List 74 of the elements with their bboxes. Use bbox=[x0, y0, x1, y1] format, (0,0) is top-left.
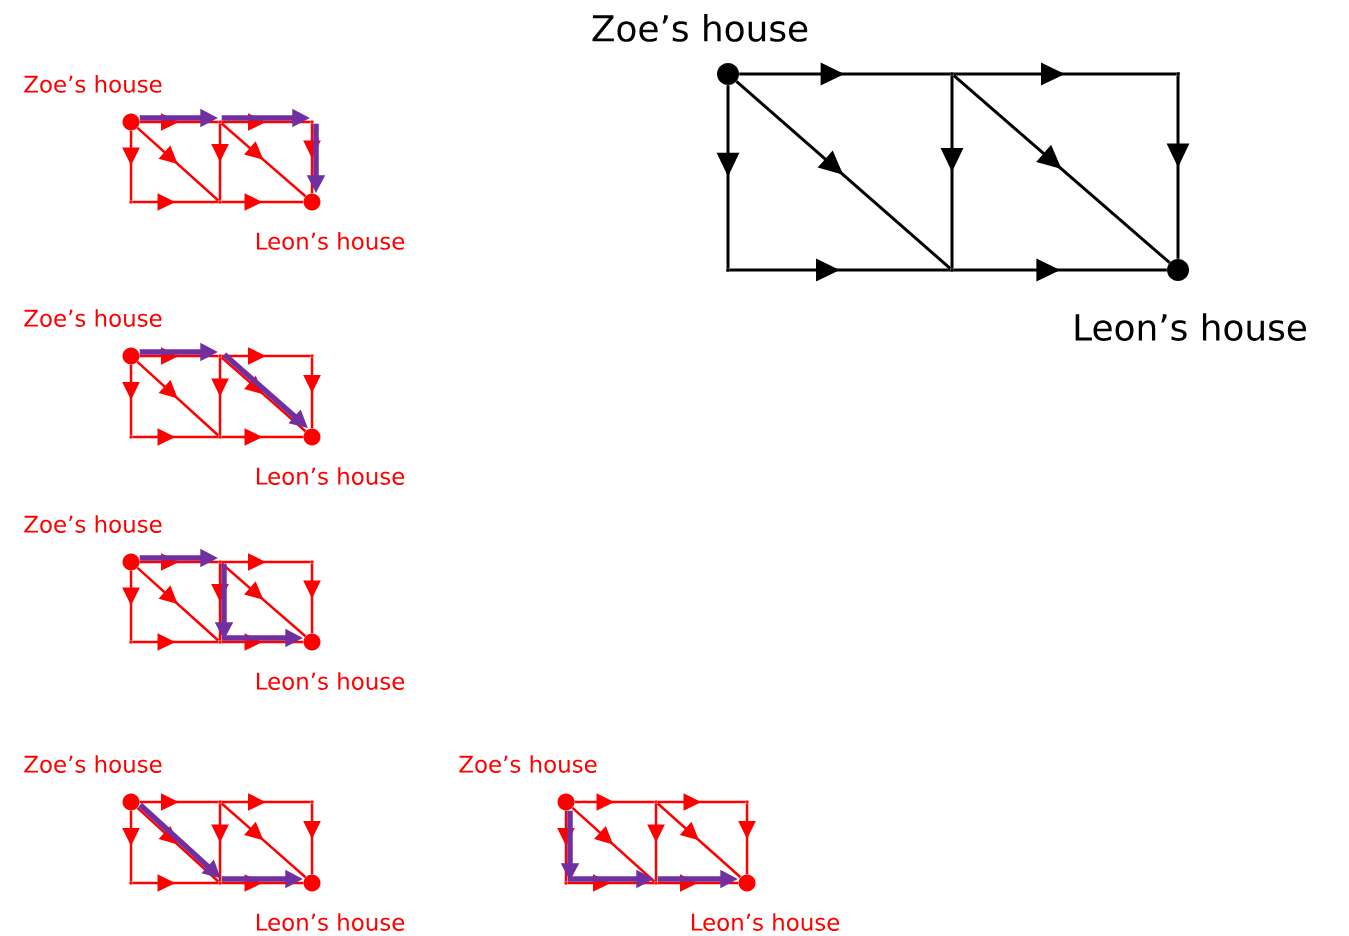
place-label: Zoe’s house bbox=[24, 75, 162, 93]
line-junction bbox=[310, 560, 314, 564]
place-label: Leon’s house bbox=[691, 913, 840, 931]
place-label: Leon’s house bbox=[1075, 313, 1306, 341]
arrow bbox=[221, 874, 304, 892]
arrow bbox=[132, 428, 219, 446]
arrow bbox=[221, 193, 304, 211]
line-junction bbox=[129, 435, 133, 439]
line-junction bbox=[129, 881, 133, 885]
arrow bbox=[122, 364, 140, 436]
arrow bbox=[132, 633, 219, 651]
arrow bbox=[571, 806, 656, 883]
line-junction bbox=[310, 354, 314, 358]
place-label: Zoe’s house bbox=[459, 755, 597, 773]
line-junction bbox=[218, 200, 222, 204]
line-junction bbox=[654, 881, 658, 885]
arrow bbox=[657, 874, 739, 892]
line-junction bbox=[950, 72, 954, 76]
arrow bbox=[952, 74, 1171, 264]
arrow bbox=[657, 793, 746, 811]
arrow bbox=[220, 122, 307, 198]
line-junction bbox=[310, 800, 314, 804]
line-junction bbox=[129, 640, 133, 644]
line-junction bbox=[1176, 72, 1180, 76]
line-junction bbox=[310, 120, 314, 124]
arrow bbox=[136, 126, 220, 202]
arrow bbox=[122, 130, 140, 201]
arrow bbox=[738, 803, 756, 875]
line-junction bbox=[218, 354, 222, 358]
arrow bbox=[567, 874, 655, 892]
arrow bbox=[303, 563, 321, 634]
place-label: Leon’s house bbox=[256, 913, 405, 931]
line-junction bbox=[950, 268, 954, 272]
place-label: Leon’s house bbox=[256, 467, 405, 485]
arrow bbox=[647, 803, 665, 882]
arrow bbox=[303, 357, 321, 429]
arrow bbox=[221, 793, 311, 811]
line-junction bbox=[726, 268, 730, 272]
place-label: Zoe’s house bbox=[592, 14, 808, 42]
line-junction bbox=[218, 640, 222, 644]
arrow bbox=[656, 802, 742, 879]
arrow bbox=[211, 357, 229, 436]
place-label: Leon’s house bbox=[256, 672, 405, 690]
arrow bbox=[136, 566, 220, 642]
arrow bbox=[303, 803, 321, 875]
line-junction bbox=[218, 560, 222, 564]
arrow bbox=[221, 553, 311, 571]
arrow bbox=[220, 562, 307, 638]
place-label: Leon’s house bbox=[256, 232, 405, 250]
arrow bbox=[735, 80, 952, 270]
arrow bbox=[122, 570, 140, 641]
arrow bbox=[220, 802, 307, 879]
arrow bbox=[574, 793, 655, 811]
arrow bbox=[211, 803, 229, 882]
line-junction bbox=[218, 435, 222, 439]
arrow bbox=[132, 193, 219, 211]
line-junction bbox=[654, 800, 658, 804]
line-junction bbox=[129, 200, 133, 204]
arrow bbox=[122, 810, 140, 882]
place-label: Zoe’s house bbox=[24, 515, 162, 533]
line-junction bbox=[745, 800, 749, 804]
arrow bbox=[221, 428, 304, 446]
arrow bbox=[211, 123, 229, 201]
place-label: Zoe’s house bbox=[24, 309, 162, 327]
arrow bbox=[221, 347, 311, 365]
line-junction bbox=[218, 120, 222, 124]
line-junction bbox=[564, 881, 568, 885]
arrow bbox=[136, 360, 220, 437]
arrow bbox=[139, 793, 219, 811]
line-junction bbox=[218, 881, 222, 885]
place-label: Zoe’s house bbox=[24, 755, 162, 773]
line-junction bbox=[218, 800, 222, 804]
arrow bbox=[132, 874, 219, 892]
arrow bbox=[557, 810, 575, 882]
